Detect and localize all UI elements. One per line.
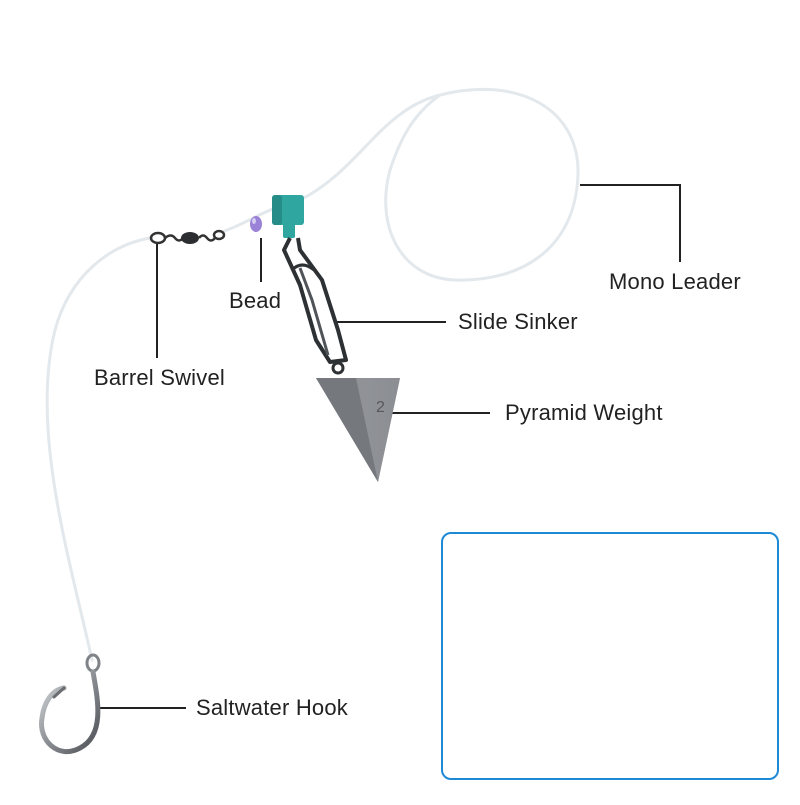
label-pyramid-weight: Pyramid Weight xyxy=(505,400,663,425)
label-barrel-swivel: Barrel Swivel xyxy=(94,365,225,390)
label-mono-leader: Mono Leader xyxy=(609,269,741,294)
leader-lines xyxy=(100,184,681,709)
label-slide-sinker: Slide Sinker xyxy=(458,309,578,334)
pyramid-weight-part: 2 xyxy=(316,378,400,482)
components-inset-box xyxy=(441,532,779,780)
bead-part xyxy=(250,216,262,232)
leader-mono xyxy=(580,184,681,262)
slide-sinker-part xyxy=(272,195,348,375)
saltwater-hook-part xyxy=(39,653,101,755)
weight-mark-text: 2 xyxy=(376,399,385,416)
label-bead: Bead xyxy=(229,288,282,313)
barrel-swivel-part xyxy=(149,229,226,245)
label-saltwater-hook: Saltwater Hook xyxy=(196,695,348,720)
